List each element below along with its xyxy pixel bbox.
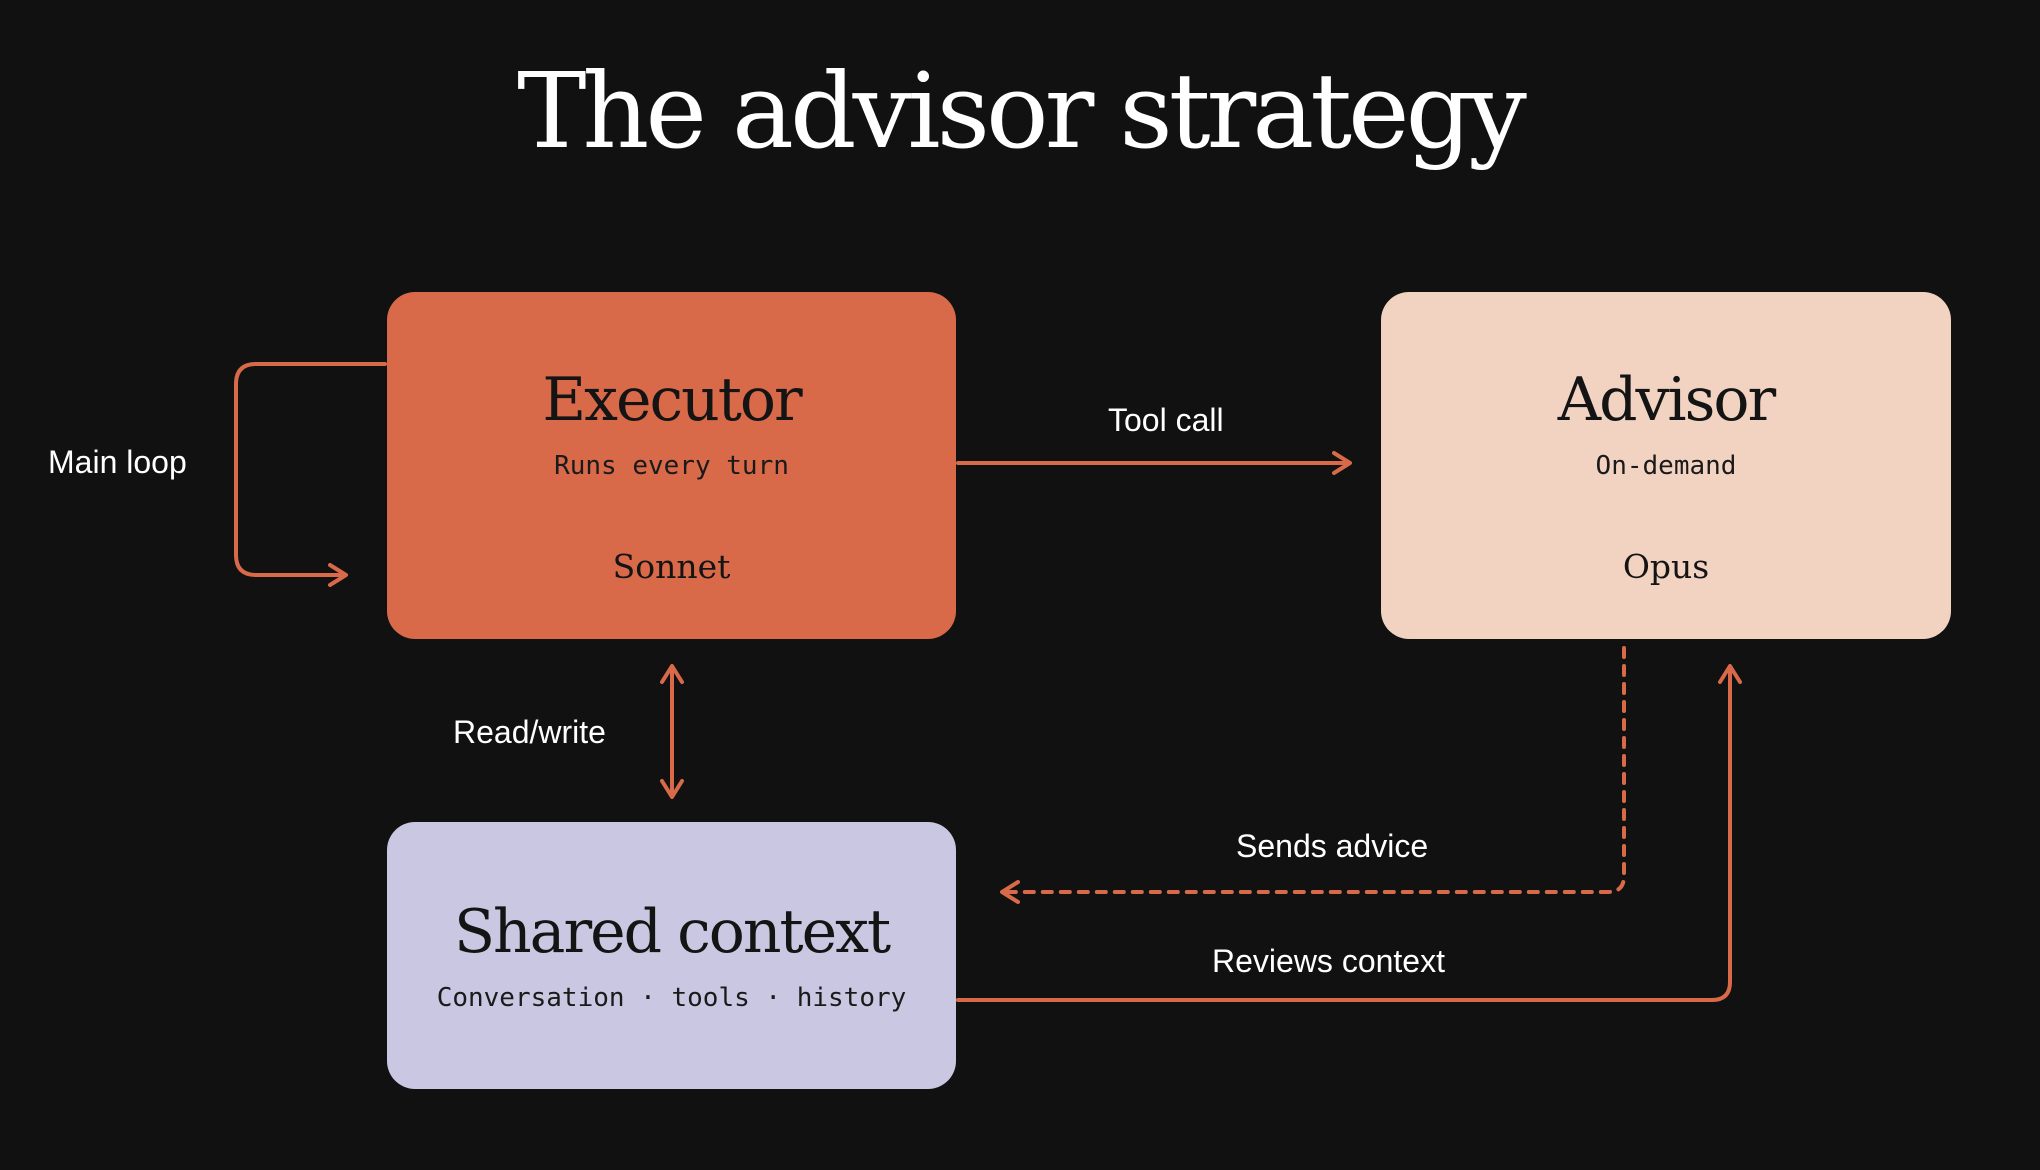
executor-box xyxy=(387,292,956,639)
sends-advice-arrow xyxy=(1002,646,1626,894)
main-loop-arrowhead xyxy=(328,563,348,587)
executor-title: Executor xyxy=(542,365,802,435)
main-loop-arrow xyxy=(234,362,387,577)
reviews-context-arrow xyxy=(956,666,1732,1002)
main-loop-label: Main loop xyxy=(48,444,187,480)
tool-call-arrowhead xyxy=(1332,451,1352,475)
shared-context-box xyxy=(387,822,956,1089)
advisor-box xyxy=(1381,292,1951,639)
advisor-model: Opus xyxy=(1622,547,1710,586)
advisor-subtitle: On-demand xyxy=(1595,451,1737,481)
shared-context-subtitle: Conversation · tools · history xyxy=(436,983,907,1013)
reviews-context-label: Reviews context xyxy=(1212,943,1445,979)
shared-context-title: Shared context xyxy=(453,897,891,967)
read-write-label: Read/write xyxy=(453,714,606,750)
page-title: The advisor strategy xyxy=(517,50,1527,172)
reviews-context-arrowhead xyxy=(1718,664,1742,684)
sends-advice-arrowhead xyxy=(1000,880,1020,904)
tool-call-label: Tool call xyxy=(1108,402,1224,438)
read-write-arrowhead-up xyxy=(660,664,684,684)
executor-subtitle: Runs every turn xyxy=(554,451,789,481)
sends-advice-label: Sends advice xyxy=(1236,828,1429,864)
advisor-title: Advisor xyxy=(1557,365,1776,435)
executor-model: Sonnet xyxy=(612,547,731,586)
read-write-arrowhead-down xyxy=(660,779,684,799)
